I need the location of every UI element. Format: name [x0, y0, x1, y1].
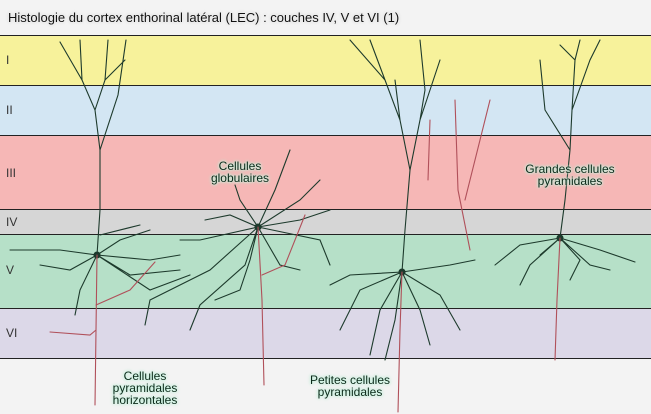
layer-label: III [6, 166, 17, 180]
diagram-title: Histologie du cortex enthorinal latéral … [8, 10, 400, 25]
axon-globular [257, 214, 306, 386]
label-globular-cells: Cellules globulaires [200, 160, 280, 184]
layer-label: I [6, 53, 10, 67]
label-small-pyramidal-cells: Petites cellules pyramidales [295, 374, 405, 398]
layer-III: III [0, 135, 651, 210]
layer-I: I [0, 35, 651, 86]
axon-horizontal [49, 254, 156, 406]
axon-small-pyramidal [397, 99, 491, 413]
label-line: pyramidales [112, 381, 178, 395]
label-line: Petites cellules [309, 373, 391, 387]
globular-neuron [144, 149, 331, 331]
layer-VI: VI [0, 308, 651, 359]
layer-II: II [0, 85, 651, 136]
label-line: Cellules [218, 159, 262, 173]
layer-label: VI [6, 326, 18, 340]
layer-label: II [6, 103, 13, 117]
label-line: horizontales [112, 393, 178, 407]
label-line: globulaires [210, 171, 270, 185]
label-large-pyramidal-cells: Grandes cellules pyramidales [515, 163, 625, 187]
axon-large-pyramidal [554, 237, 561, 361]
layer-label: IV [6, 215, 18, 229]
label-horizontal-pyramidal-cells: Cellules pyramidales horizontales [100, 370, 190, 406]
label-line: pyramidales [317, 385, 383, 399]
small-pyramidal-neuron [329, 39, 476, 361]
layer-V: V [0, 234, 651, 309]
label-line: Grandes cellules [525, 162, 615, 176]
label-line: pyramidales [537, 174, 603, 188]
horizontal-pyramidal-neuron [9, 39, 191, 316]
layer-IV: IV [0, 209, 651, 235]
label-line: Cellules [123, 369, 167, 383]
layer-label: V [6, 263, 15, 277]
large-pyramidal-neuron [494, 39, 636, 286]
